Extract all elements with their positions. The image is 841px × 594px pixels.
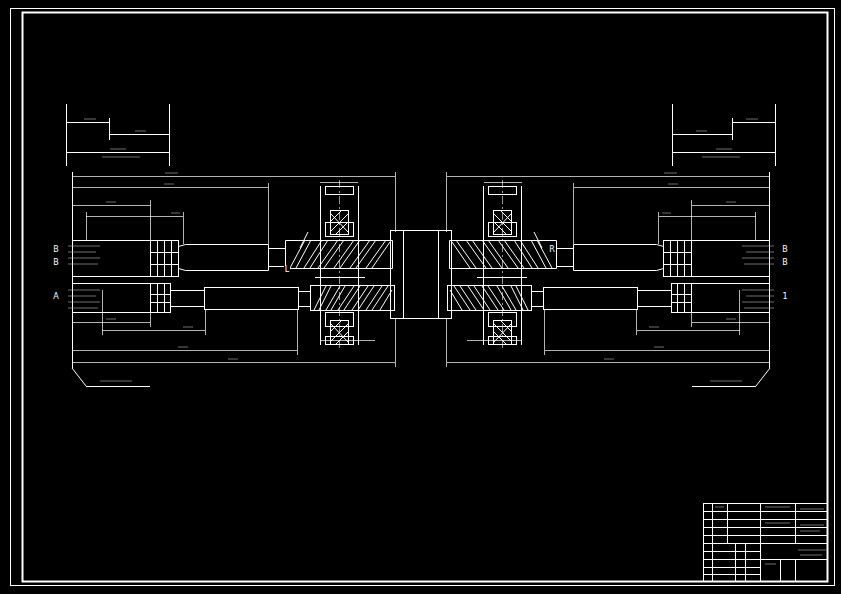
view-label: B: [52, 259, 60, 267]
view-label: 1: [781, 293, 788, 301]
view-label: B: [781, 246, 789, 254]
view-label: B: [52, 246, 60, 254]
view-label: L: [284, 266, 290, 274]
view-label: R: [548, 246, 556, 254]
view-label: B: [781, 259, 789, 267]
view-label: A: [52, 293, 59, 301]
